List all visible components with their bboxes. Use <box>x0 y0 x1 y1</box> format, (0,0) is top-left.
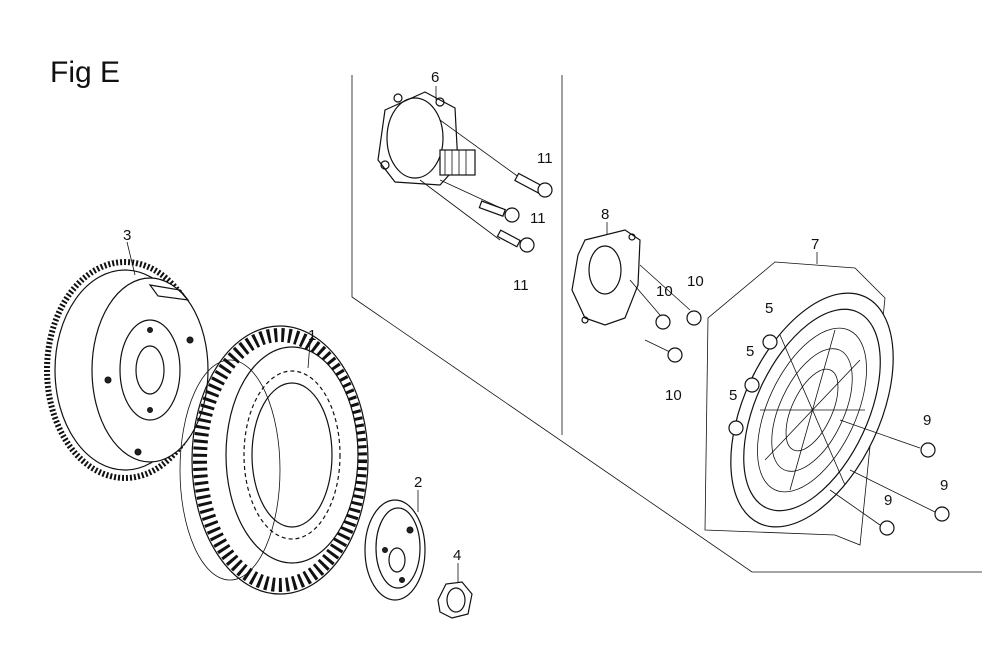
callout-11-bottom: 11 <box>513 277 529 294</box>
callout-1: 1 <box>308 327 316 344</box>
callout-11-middle: 11 <box>530 210 546 227</box>
callout-7: 7 <box>811 236 819 253</box>
part-3-ring-gear <box>44 259 209 481</box>
callout-10-bottom: 10 <box>665 387 682 404</box>
callout-11-top: 11 <box>537 150 553 167</box>
callout-2: 2 <box>414 474 422 491</box>
figure-title: Fig E <box>50 56 120 89</box>
part-6-housing <box>377 91 476 186</box>
callout-3: 3 <box>123 227 131 244</box>
callout-9-right: 9 <box>940 477 948 494</box>
leader-lines <box>126 86 818 582</box>
callout-5-top: 5 <box>765 300 773 317</box>
callout-5-bottom: 5 <box>729 387 737 404</box>
callout-labels: 1 2 3 4 5 5 5 6 7 8 9 9 9 10 10 10 11 11… <box>123 69 948 564</box>
callout-9-lower: 9 <box>884 492 892 509</box>
callout-10-left: 10 <box>656 283 673 300</box>
callout-9-upper: 9 <box>923 412 931 429</box>
part-4-nut <box>437 581 473 619</box>
part-1-fan-wheel <box>179 325 369 595</box>
callout-4: 4 <box>453 547 461 564</box>
part-8-bracket <box>571 229 641 326</box>
callout-6: 6 <box>431 69 439 86</box>
part-7-fan-guard <box>704 261 894 546</box>
panel-outline <box>351 75 982 573</box>
callout-5-middle: 5 <box>746 343 754 360</box>
part-9-screws <box>829 419 950 536</box>
part-10-bolts <box>629 264 702 363</box>
part-5-nuts <box>728 334 778 436</box>
part-2-plate <box>364 499 426 601</box>
callout-8: 8 <box>601 206 609 223</box>
part-11-bolts <box>419 119 553 253</box>
callout-10-right: 10 <box>687 273 704 290</box>
